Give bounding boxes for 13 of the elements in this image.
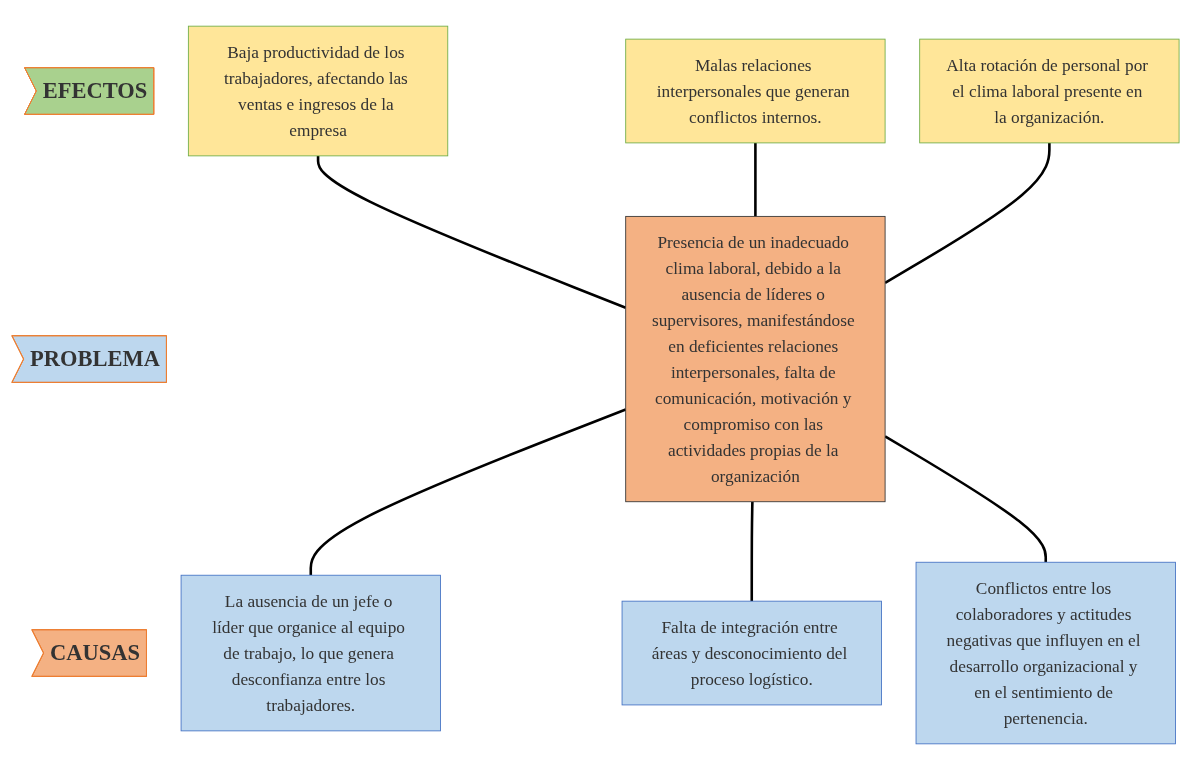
node-box: Falta de integración entre áreas y desconocimiento del proceso logístico. <box>621 600 882 706</box>
node-box: Presencia de un inadecuado clima laboral, debido a la ausencia de líderes o supervisores, manifestándose en deficientes relaciones interpersonales, falta de comunicación, motivación y compromiso con las actividades propias de la organización <box>625 215 886 503</box>
node-box: Conflictos entre los colaboradores y actitudes negativas que influyen en el desarrollo organizacional y en el sentimiento de pertenencia. <box>915 561 1176 745</box>
node-box: Baja productividad de los trabajadores, afectando las ventas e ingresos de la empresa <box>187 25 449 157</box>
connector <box>750 501 754 602</box>
connector <box>316 155 627 309</box>
node-box: La ausencia de un jefe o líder que organice al equipo de trabajo, lo que genera desconfianza entre los trabajadores. <box>180 574 441 732</box>
connector <box>884 435 1048 563</box>
connector <box>884 142 1051 284</box>
node-box: Malas relaciones interpersonales que generan conflictos internos. <box>625 38 886 144</box>
connector <box>309 408 627 576</box>
node-box: Alta rotación de personal por el clima laboral presente en la organización. <box>919 38 1180 144</box>
connector <box>754 142 757 217</box>
